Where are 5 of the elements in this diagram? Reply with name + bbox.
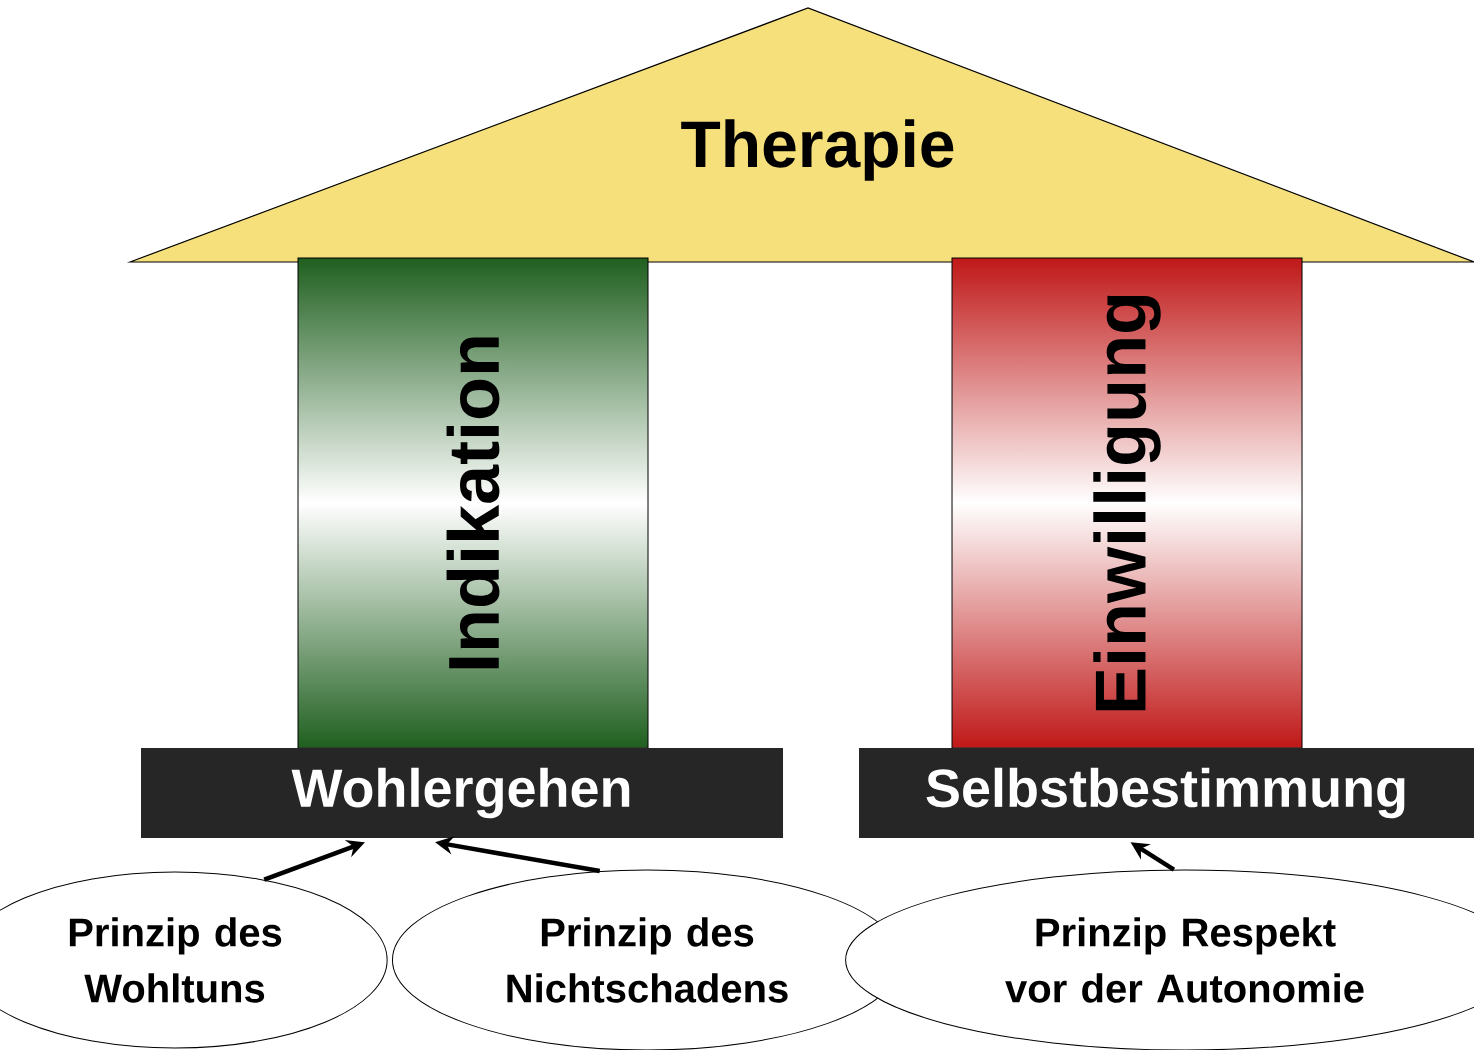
base-bar: Selbstbestimmung <box>859 748 1474 838</box>
base-bar: Wohlergehen <box>141 748 783 838</box>
node-label: Prinzip Respekt vor der Autonomie <box>1005 917 1364 1003</box>
pillar: Indikation <box>297 257 649 749</box>
pillar: Einwilligung <box>951 257 1303 749</box>
